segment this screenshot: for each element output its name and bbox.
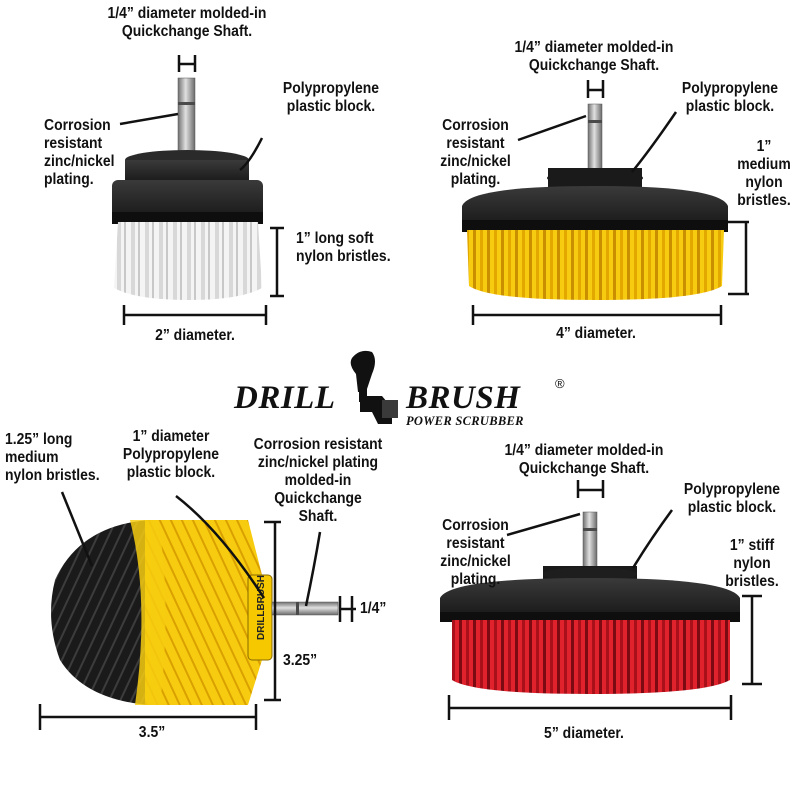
yellow-brush-4in (462, 103, 728, 300)
white-brush-bristles (114, 222, 262, 300)
yellow-brush-diameter-label: 4” diameter. (556, 325, 636, 342)
round-brush-yellow-bristles (145, 520, 262, 705)
logo-tagline: POWER SCRUBBER (406, 414, 524, 428)
yellow-brush-shaft (587, 103, 603, 179)
round-brush-shaft-label: 1/4” (360, 600, 387, 617)
white-brush-diameter-label: 2” diameter. (155, 327, 235, 344)
red-brush-block (440, 578, 740, 622)
round-brush-height-label: 3.25” (283, 652, 318, 669)
yellow-brush-bristles (467, 230, 724, 300)
round-brush-width-label: 3.5” (138, 724, 166, 741)
red-brush-diameter-label: 5” diameter. (544, 725, 624, 742)
red-brush-collar (543, 567, 637, 581)
red-brush-shaft (582, 511, 598, 575)
round-brush-block (247, 574, 273, 661)
white-brush-2in (112, 77, 263, 300)
red-brush-bristles (452, 620, 730, 694)
logo-word-drill: DRILL (234, 380, 336, 416)
round-brush-3.5in: DRILLBRUSH (51, 520, 339, 705)
logo-registered-mark: ® (555, 376, 565, 391)
annotation-lines (38, 55, 762, 730)
logo-word-brush: BRUSH (406, 380, 521, 416)
round-brush-black-bristles (51, 520, 150, 705)
drillbrush-logo-icon (350, 350, 398, 424)
round-brush-shaft (271, 601, 339, 616)
red-brush-5in (440, 511, 740, 694)
round-brush-sleeve-text: DRILLBRUSH (256, 575, 267, 640)
